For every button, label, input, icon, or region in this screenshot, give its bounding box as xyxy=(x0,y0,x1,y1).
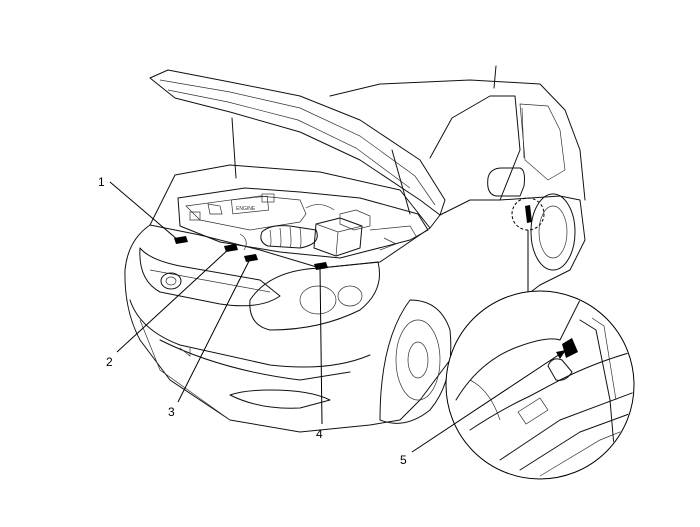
label-tag-1 xyxy=(174,236,188,244)
headlamp xyxy=(249,261,380,331)
front-grille xyxy=(139,247,281,307)
callout-label-1: 1 xyxy=(98,175,105,189)
side-mirror xyxy=(487,167,525,197)
callout-label-2: 2 xyxy=(106,355,113,369)
label-tag-5 xyxy=(562,338,578,358)
callout-label-3: 3 xyxy=(168,405,175,419)
callout-label-5: 5 xyxy=(400,453,407,467)
callout-leaders xyxy=(109,181,566,453)
label-tag-4 xyxy=(314,262,328,270)
engine-bay: ENGINE xyxy=(177,187,429,259)
detail-highlight-circle xyxy=(511,197,545,231)
callout-label-4: 4 xyxy=(316,427,323,441)
roof-outline xyxy=(329,79,586,201)
label-tag-3 xyxy=(244,254,258,262)
label-tag-2 xyxy=(224,244,238,252)
svg-text:ENGINE: ENGINE xyxy=(236,206,256,212)
magnified-detail-view xyxy=(445,230,635,480)
hood-panel xyxy=(149,69,446,216)
vehicle-illustration: ENGINE xyxy=(124,65,586,433)
